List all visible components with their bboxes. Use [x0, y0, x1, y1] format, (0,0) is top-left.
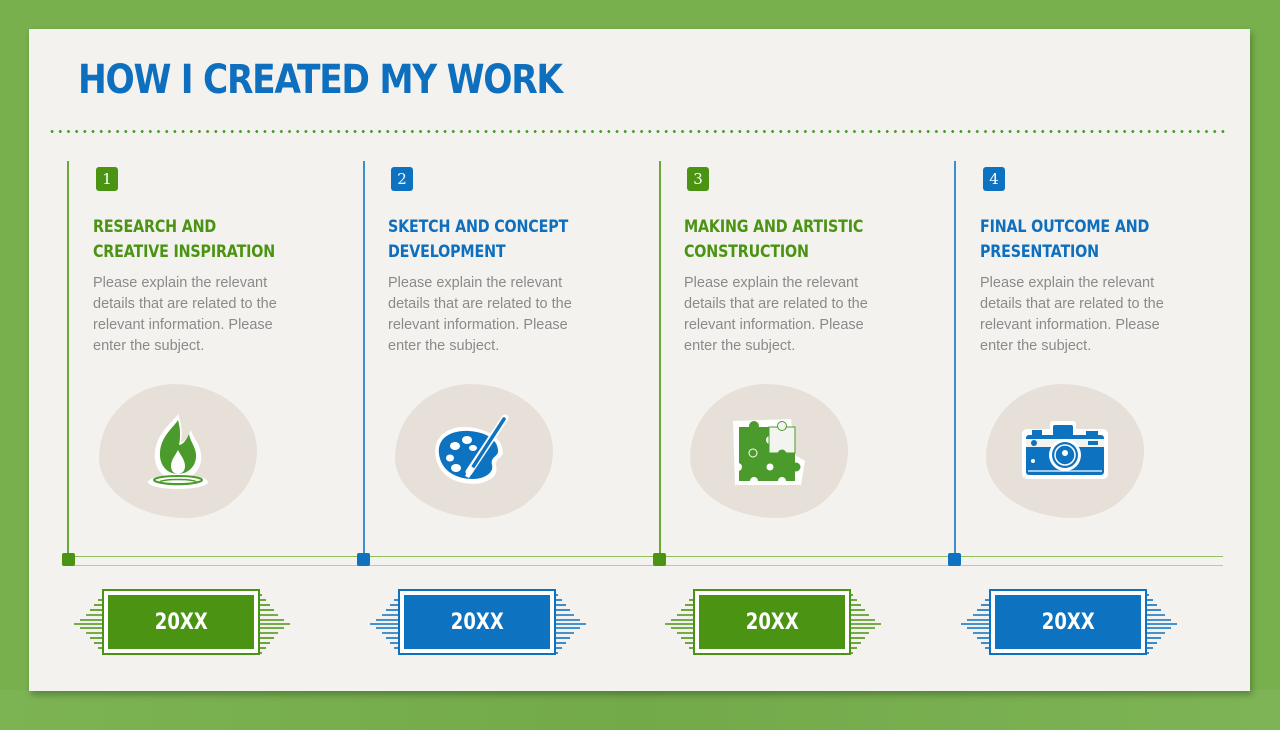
date-box: 20XX	[699, 595, 845, 649]
step-title: RESEARCH AND CREATIVE INSPIRATION	[93, 215, 345, 265]
icon-backdrop-1	[99, 384, 257, 518]
icon-backdrop-3	[690, 384, 848, 518]
date-text: 20XX	[745, 609, 799, 635]
date-frame: 20XX	[989, 589, 1147, 655]
timeline-node-4	[948, 553, 961, 566]
fringe-right-icon	[851, 594, 881, 654]
timeline-node-2	[357, 553, 370, 566]
puzzle-icon	[733, 419, 805, 485]
date-frame: 20XX	[693, 589, 851, 655]
fringe-right-icon	[260, 594, 290, 654]
date-text: 20XX	[1041, 609, 1095, 635]
step-description: Please explain the relevant details that…	[388, 275, 572, 354]
step-title-line-1: RESEARCH AND	[93, 217, 217, 237]
date-frame: 20XX	[102, 589, 260, 655]
step-2: 2 SKETCH AND CONCEPT DEVELOPMENT Please …	[388, 167, 648, 357]
date-box: 20XX	[108, 595, 254, 649]
slide-card: HOW I CREATED MY WORK 1 RESEARCH AND CRE…	[29, 29, 1250, 691]
step-number-badge: 3	[687, 167, 709, 191]
date-box: 20XX	[995, 595, 1141, 649]
timeline-vertical-1	[67, 161, 69, 559]
step-title: SKETCH AND CONCEPT DEVELOPMENT	[388, 215, 640, 265]
step-number-badge: 4	[983, 167, 1005, 191]
date-frame: 20XX	[398, 589, 556, 655]
fringe-right-icon	[1147, 594, 1177, 654]
timeline-vertical-4	[954, 161, 956, 559]
timeline-axis-shadow	[68, 565, 1223, 566]
date-label-3: 20XX	[663, 589, 883, 659]
step-title-line-2: DEVELOPMENT	[388, 242, 506, 262]
step-description: Please explain the relevant details that…	[980, 275, 1164, 354]
step-4: 4 FINAL OUTCOME AND PRESENTATION Please …	[980, 167, 1240, 357]
step-title-line-2: PRESENTATION	[980, 242, 1099, 262]
step-description: Please explain the relevant details that…	[93, 275, 277, 354]
date-label-2: 20XX	[368, 589, 588, 659]
step-number-badge: 1	[96, 167, 118, 191]
background-texture	[0, 690, 1280, 730]
icon-backdrop-4	[986, 384, 1144, 518]
date-text: 20XX	[450, 609, 504, 635]
timeline-node-1	[62, 553, 75, 566]
date-box: 20XX	[404, 595, 550, 649]
timeline-vertical-3	[659, 161, 661, 559]
step-number-badge: 2	[391, 167, 413, 191]
camera-icon	[1022, 421, 1108, 479]
timeline-axis	[68, 556, 1223, 557]
fringe-right-icon	[556, 594, 586, 654]
step-title-line-1: FINAL OUTCOME AND	[980, 217, 1150, 237]
step-title: MAKING AND ARTISTIC CONSTRUCTION	[684, 215, 936, 265]
step-title-line-1: MAKING AND ARTISTIC	[684, 217, 864, 237]
timeline-node-3	[653, 553, 666, 566]
flame-icon	[148, 414, 208, 489]
icon-backdrop-2	[395, 384, 553, 518]
timeline-vertical-2	[363, 161, 365, 559]
date-label-1: 20XX	[72, 589, 292, 659]
slide-title: HOW I CREATED MY WORK	[78, 57, 563, 103]
dotted-divider	[48, 130, 1229, 133]
step-description: Please explain the relevant details that…	[684, 275, 868, 354]
date-label-4: 20XX	[959, 589, 1179, 659]
step-3: 3 MAKING AND ARTISTIC CONSTRUCTION Pleas…	[684, 167, 944, 357]
step-1: 1 RESEARCH AND CREATIVE INSPIRATION Plea…	[93, 167, 353, 357]
step-title-line-1: SKETCH AND CONCEPT	[388, 217, 569, 237]
step-title-line-2: CONSTRUCTION	[684, 242, 809, 262]
step-title: FINAL OUTCOME AND PRESENTATION	[980, 215, 1232, 265]
paint-palette-icon	[435, 414, 509, 484]
step-title-line-2: CREATIVE INSPIRATION	[93, 242, 276, 262]
date-text: 20XX	[154, 609, 208, 635]
